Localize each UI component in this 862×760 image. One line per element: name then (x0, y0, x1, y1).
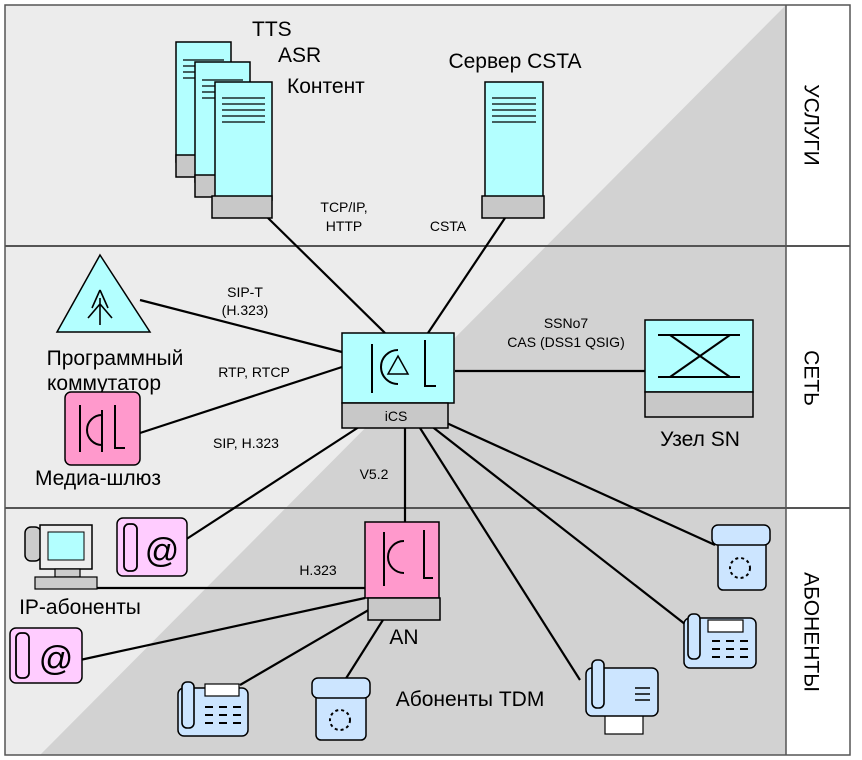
link-content-ics (267, 217, 386, 334)
link-phone-bottom-an (239, 607, 373, 686)
ics-icon (341, 332, 455, 429)
label-softswitch-2: коммутатор (47, 372, 161, 395)
svg-text:@: @ (39, 640, 74, 678)
server-icon (211, 81, 273, 219)
label-tdm-subscribers: Абоненты TDM (396, 688, 545, 711)
ip-phone-icon: @ (9, 627, 83, 684)
softswitch-icon (55, 253, 152, 333)
label-ip-subscribers: IP-абоненты (19, 596, 141, 619)
cordless-phone-icon (311, 677, 371, 741)
frame (4, 4, 851, 756)
link-cordless-bottom-an (344, 611, 389, 681)
csta-server-icon (481, 81, 545, 219)
label-an: AN (389, 626, 418, 649)
link-ipphone-ics (184, 424, 363, 541)
desk-phone-icon (177, 681, 249, 737)
link-cordless-right-ics (439, 418, 716, 547)
svg-text:@: @ (145, 532, 180, 570)
zone-label-network: СЕТЬ (799, 350, 822, 406)
link-label-ssn: SSNo7 (544, 315, 589, 331)
link-label-tcpip: TCP/IP, (320, 199, 367, 215)
zone-label-services: УСЛУГИ (799, 84, 822, 165)
label-tts: TTS (252, 18, 292, 41)
desk-phone-icon (683, 613, 757, 669)
connections (79, 217, 716, 686)
cordless-phone-icon (711, 524, 771, 591)
link-csta-ics (427, 217, 506, 334)
label-ics: iCS (385, 408, 408, 424)
label-sn-node: Узел SN (660, 428, 740, 451)
link-ipphone2-an (79, 596, 366, 662)
label-media-gateway: Медиа-шлюз (35, 467, 161, 490)
link-label-v52: V5.2 (360, 466, 389, 482)
media-gateway-icon (64, 391, 141, 466)
link-label-cas: CAS (DSS1 QSIG) (507, 334, 624, 350)
ip-phone-icon: @ (116, 517, 188, 577)
link-phone-right-ics (429, 424, 691, 629)
label-asr: ASR (278, 44, 321, 67)
label-content: Контент (287, 75, 365, 98)
link-label-h323-paren: (H.323) (222, 302, 269, 318)
an-icon (364, 521, 441, 621)
zone-label-subscribers: АБОНЕНТЫ (799, 572, 822, 692)
link-label-sipt: SIP-T (227, 284, 263, 300)
link-softswitch-ics (139, 298, 343, 354)
pc-icon (24, 524, 98, 590)
fax-icon (585, 659, 659, 735)
link-label-sip: SIP, H.323 (213, 435, 279, 451)
link-mediagw-ics (139, 365, 343, 435)
link-fax-ics (419, 427, 581, 681)
link-label-http: HTTP (326, 218, 363, 234)
link-label-h323: H.323 (299, 562, 337, 578)
label-softswitch-1: Программный (47, 347, 184, 370)
link-label-csta: CSTA (430, 218, 467, 234)
label-csta-server: Сервер CSTA (448, 50, 581, 73)
content-servers (175, 41, 273, 219)
sn-node-icon (644, 319, 754, 418)
link-label-rtp: RTP, RTCP (218, 364, 290, 380)
